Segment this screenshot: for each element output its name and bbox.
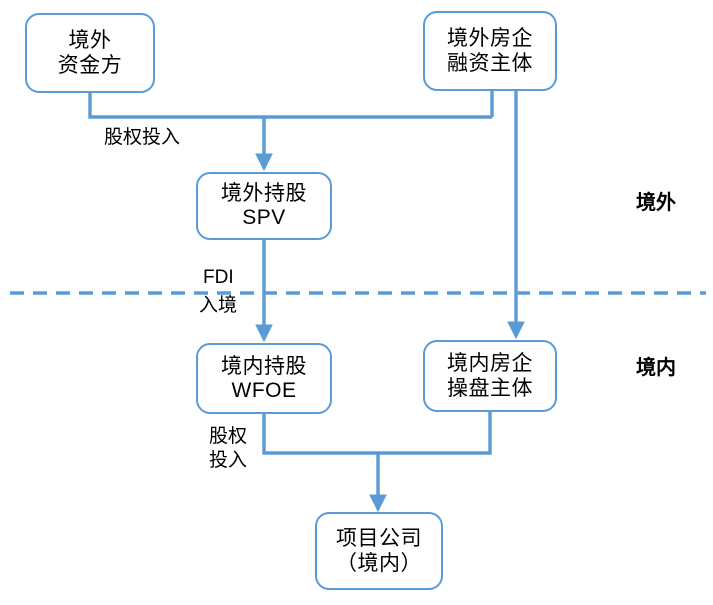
edge-wfoe-merge (262, 412, 492, 455)
edge-label-equity-injection-bottom: 股权 投入 (209, 425, 247, 473)
node-offshore-spv-line1: 境外持股 (221, 181, 307, 206)
node-project-company[interactable]: 项目公司 （境内） (315, 512, 443, 590)
node-offshore-spv-line2: SPV (242, 206, 286, 229)
edge-label-equity-injection-bottom-line1: 股权 (209, 425, 248, 447)
node-onshore-wfoe[interactable]: 境内持股 WFOE (196, 343, 332, 414)
node-offshore-funder-line2: 资金方 (57, 53, 123, 77)
node-offshore-funder[interactable]: 境外 资金方 (25, 13, 155, 93)
node-offshore-developer[interactable]: 境外房企 融资主体 (423, 11, 557, 91)
node-offshore-developer-line2: 融资主体 (447, 51, 533, 75)
node-onshore-operator-line1: 境内房企 (447, 351, 533, 376)
edge-label-fdi: FDI (203, 267, 234, 288)
node-onshore-wfoe-line2: WFOE (231, 378, 297, 402)
edge-label-fdi-inbound: 入境 (199, 294, 238, 316)
node-offshore-funder-line1: 境外 (68, 28, 112, 53)
region-label-offshore: 境外 (636, 190, 676, 214)
node-project-company-line1: 项目公司 (336, 526, 422, 551)
node-onshore-wfoe-line1: 境内持股 (221, 353, 307, 378)
node-project-company-line2: （境内） (336, 551, 422, 575)
node-offshore-developer-line1: 境外房企 (447, 26, 533, 51)
edge-label-equity-injection-bottom-line2: 投入 (209, 448, 248, 471)
edge-funder-to-spv (88, 93, 492, 119)
node-offshore-spv[interactable]: 境外持股 SPV (196, 172, 332, 240)
node-onshore-operator[interactable]: 境内房企 操盘主体 (423, 340, 557, 412)
region-label-onshore: 境内 (636, 355, 676, 379)
node-onshore-operator-line2: 操盘主体 (447, 376, 533, 400)
edge-label-equity-injection-top: 股权投入 (104, 126, 181, 148)
